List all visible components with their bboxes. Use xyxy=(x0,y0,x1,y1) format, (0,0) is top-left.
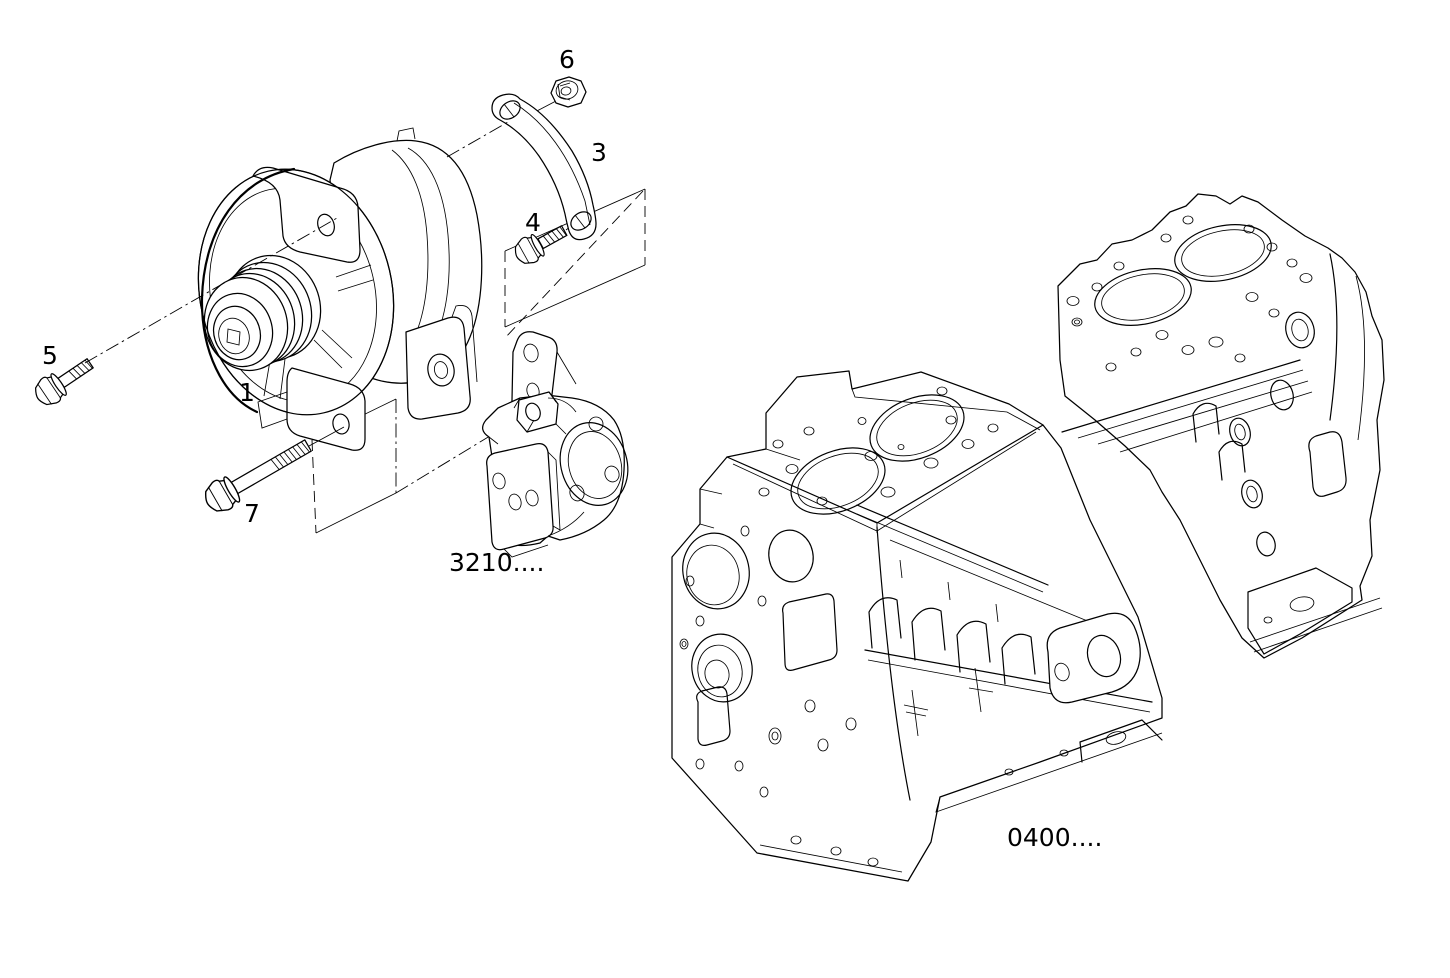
callout-7: 7 xyxy=(244,499,260,528)
bolt-7-drawing xyxy=(198,439,312,519)
callout-6: 6 xyxy=(559,45,575,74)
engine-block-secondary-drawing xyxy=(1057,193,1385,659)
nut-6-drawing xyxy=(550,76,587,108)
reference-code-engine: 0400.... xyxy=(1007,823,1102,852)
strap-brace-drawing xyxy=(491,93,597,241)
callout-1: 1 xyxy=(239,378,255,407)
reference-codes: 3210.... 0400.... xyxy=(449,548,1102,852)
engine-block-drawing xyxy=(671,370,1163,882)
reference-code-bracket: 3210.... xyxy=(449,548,544,577)
bolt-4-drawing xyxy=(509,225,568,270)
callout-5: 5 xyxy=(42,341,58,370)
callout-3: 3 xyxy=(591,138,607,167)
alternator-drawing xyxy=(197,127,483,451)
axis-lines xyxy=(84,121,509,447)
bolt-5-drawing xyxy=(29,358,94,411)
callout-labels: 1 3 4 5 6 7 xyxy=(42,45,607,528)
mounting-bracket-drawing xyxy=(482,331,629,558)
callout-4: 4 xyxy=(525,208,541,237)
